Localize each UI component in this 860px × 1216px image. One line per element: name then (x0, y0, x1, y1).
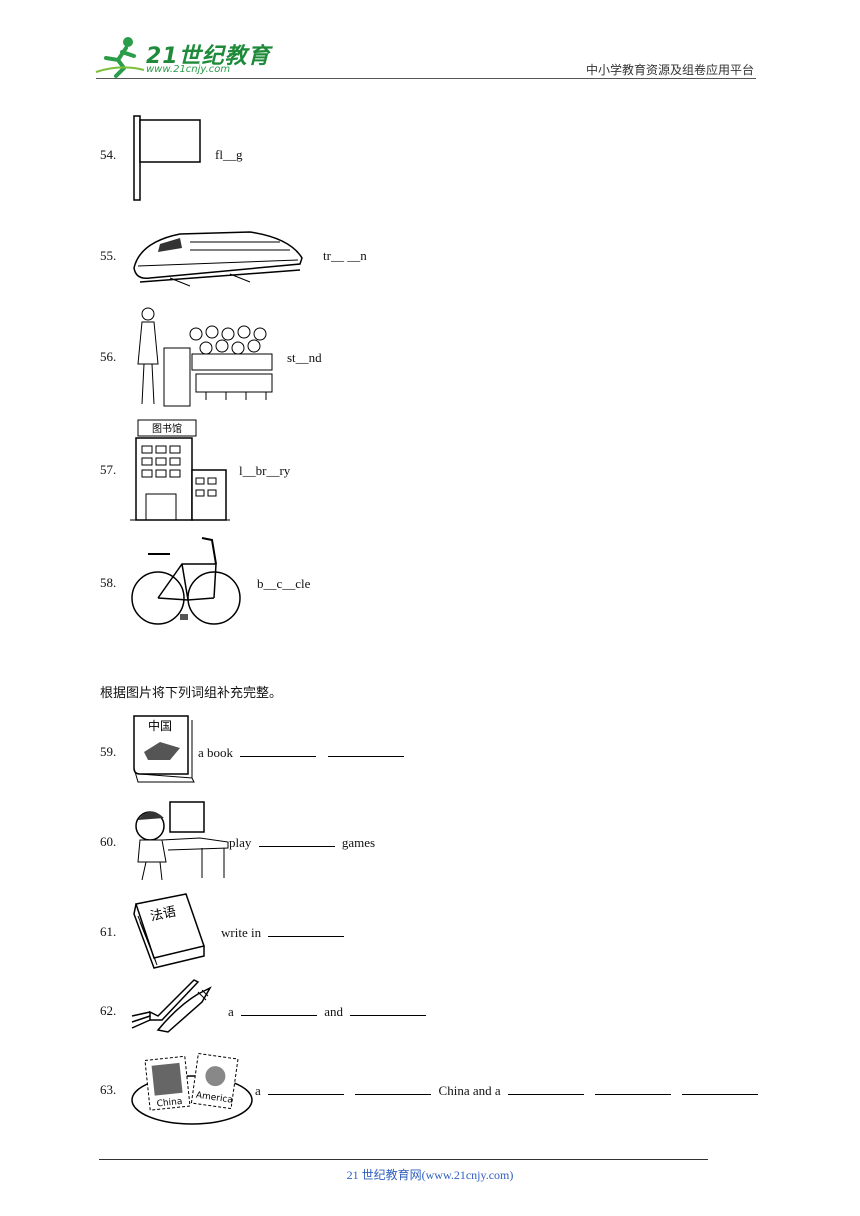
answer-blank[interactable] (355, 1082, 432, 1095)
french-book-icon: 法语 (133, 893, 205, 969)
answer-blank[interactable] (507, 1082, 584, 1095)
answer-blank[interactable] (240, 744, 317, 757)
answer-blank[interactable] (350, 1003, 427, 1016)
phrase-line: a book (198, 744, 408, 761)
question-number: 55. (100, 248, 117, 263)
logo-text: 21世纪教育 (146, 44, 271, 69)
train-icon (133, 231, 303, 287)
svg-text:图书馆: 图书馆 (152, 422, 182, 435)
answer-blank[interactable] (241, 1003, 318, 1016)
question-number: 61. (100, 924, 117, 939)
logo (95, 34, 276, 78)
chinese-book-icon: 中国 (133, 715, 195, 783)
phrase-line: play games (229, 834, 376, 850)
question-number: 63. (100, 1082, 117, 1097)
flag-icon (133, 115, 201, 201)
phrase-line: write in (221, 924, 348, 941)
answer-blank[interactable] (258, 834, 335, 847)
bicycle-icon (131, 537, 241, 625)
question-number: 58. (100, 575, 117, 590)
phrase-line: a China and a (255, 1082, 762, 1099)
answer-blank[interactable] (268, 1082, 345, 1095)
phrase-line: a and (228, 1003, 430, 1020)
answer-blank[interactable] (327, 744, 404, 757)
word-blank: fl__g (215, 147, 243, 162)
svg-text:法语: 法语 (149, 905, 178, 925)
fork-and-knife-icon (131, 979, 212, 1033)
logo-url: www.21cnjy.com (146, 64, 231, 75)
question-number: 60. (100, 834, 117, 849)
question-number: 54. (100, 147, 117, 162)
word-blank: l__br__ry (239, 463, 291, 478)
question-number: 56. (100, 349, 117, 364)
runner-logo-icon (95, 37, 145, 78)
footer-text: 21 世纪教育网(www.21cnjy.com) (346, 1168, 514, 1182)
answer-blank[interactable] (595, 1082, 672, 1095)
answer-blank[interactable] (682, 1082, 759, 1095)
answer-blank[interactable] (268, 924, 345, 937)
svg-text:中国: 中国 (148, 718, 172, 733)
students-standing-icon (137, 307, 273, 407)
boy-at-computer-icon (135, 801, 229, 881)
stamps-icon: China America (131, 1052, 253, 1125)
header-platform-name: 中小学教育资源及组卷应用平台 (585, 63, 754, 77)
question-number: 59. (100, 744, 117, 759)
word-blank: b__c__cle (257, 576, 311, 591)
library-icon: 图书馆 (130, 419, 230, 521)
footer-divider (99, 1159, 708, 1160)
word-blank: tr__ __n (323, 248, 367, 263)
header-divider (96, 78, 756, 79)
question-number: 62. (100, 1003, 117, 1018)
question-number: 57. (100, 462, 117, 477)
svg-text:China: China (156, 1097, 183, 1110)
word-blank: st__nd (287, 350, 322, 365)
section-instruction: 根据图片将下列词组补充完整。 (100, 686, 283, 701)
